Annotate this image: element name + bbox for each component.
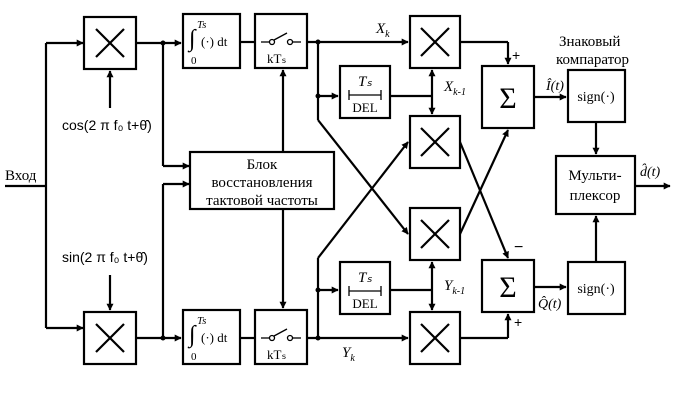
junction-xk-delay [315,93,321,99]
xk1-label: Xk-1 [443,79,466,98]
clock-recovery-block: Блок восстановления тактовой частоты [188,150,336,211]
sign-plus-top: + [512,47,520,63]
yk-label: Yk [342,345,355,364]
mixer-bottom [82,310,138,366]
delay-top: Tₛ DEL [338,64,392,120]
carrier-sin-label: sin(2 π f₀ t+θ̂) [62,249,148,265]
delay-bottom: Tₛ DEL [338,260,392,316]
carrier-cos-label: cos(2 π f₀ t+θ̂) [62,117,152,133]
integrator-top-upper: Ts [197,19,206,31]
wire-r2-sum-bottom [458,141,510,259]
clock-recovery-line2: восстановления [211,175,312,191]
summer-top: Σ [480,64,536,130]
sign-plus-bottom: + [514,314,522,330]
cross-yk-to-upper-mixer [317,141,409,259]
integrator-top-lower: 0 [191,55,197,67]
summer-top-symbol: Σ [499,82,516,115]
mux-line1: Мульти- [568,168,621,184]
mux-line2: плексор [570,188,621,204]
summer-bottom: Σ [480,258,536,314]
integrator-bottom-lower: 0 [191,351,197,363]
cross-xk-to-lower-mixer [317,119,409,235]
sign-block-top-label: sign(·) [577,90,615,105]
xk-label: Xk [375,21,390,40]
integrator-bottom: ∫ Ts 0 (·) dt [181,308,242,366]
sign-block-bottom: sign(·) [566,260,627,316]
svg-text:∫: ∫ [187,26,197,53]
sign-block-bottom-label: sign(·) [577,282,615,297]
input-label: Вход [5,168,37,184]
mixer-top [82,15,138,71]
mixer-r1 [408,14,462,70]
sign-minus: − [514,239,523,256]
junction-yk-delay [315,287,321,293]
integrator-bottom-upper: Ts [197,315,206,327]
sampler-bottom: kTₛ [253,308,309,366]
sampler-top: kTₛ [253,12,309,70]
svg-text:∫: ∫ [187,322,197,349]
sign-block-top: sign(·) [566,68,627,124]
clock-recovery-line3: тактовой частоты [206,193,318,209]
summer-bottom-symbol: Σ [499,271,516,304]
delay-top-label: DEL [352,100,377,115]
delay-bottom-label: DEL [352,296,377,311]
sampler-bottom-label: kTₛ [267,347,286,362]
yk1-label: Yk-1 [444,278,465,297]
integrator-bottom-body: (·) dt [201,330,228,345]
multiplexer-block: Мульти- плексор [554,154,637,216]
comparator-line1: Знаковый [559,34,620,50]
clock-recovery-line1: Блок [247,157,278,173]
sampler-top-label: kTₛ [267,51,286,66]
mixer-r2 [408,114,462,170]
delay-bottom-symbol: Tₛ [358,270,372,286]
i-hat-label: Î(t) [545,77,564,94]
mixer-r3 [408,206,462,262]
delay-top-symbol: Tₛ [358,74,372,90]
mixer-r4 [408,310,462,366]
q-hat-label: Q̂(t) [538,296,562,312]
comparator-line2: компаратор [556,52,629,68]
integrator-top: ∫ Ts 0 (·) dt [181,12,242,70]
d-hat-label: d̂(t) [640,163,661,180]
integrator-top-body: (·) dt [201,34,228,49]
wire-r3-sum-top [459,129,509,235]
